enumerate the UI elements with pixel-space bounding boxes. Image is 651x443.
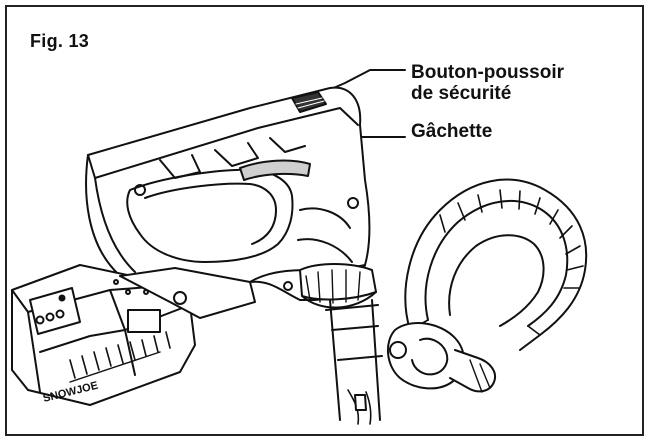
- callout-trigger: Gâchette: [411, 121, 492, 142]
- shaft: [325, 299, 383, 425]
- callout-safety-button-line1: Bouton-poussoir: [411, 62, 565, 83]
- callout-safety-button: Bouton-poussoir de sécurité: [411, 62, 564, 104]
- clamp-knob: [387, 322, 496, 393]
- battery-pack: [11, 264, 256, 406]
- callout-trigger-line1: Gâchette: [411, 121, 493, 142]
- d-handle: [404, 178, 588, 351]
- collar: [299, 263, 377, 309]
- trigger-icon: [239, 159, 311, 181]
- figure-label: Fig. 13: [30, 31, 90, 51]
- callout-safety-button-line2: de sécurité: [411, 83, 512, 104]
